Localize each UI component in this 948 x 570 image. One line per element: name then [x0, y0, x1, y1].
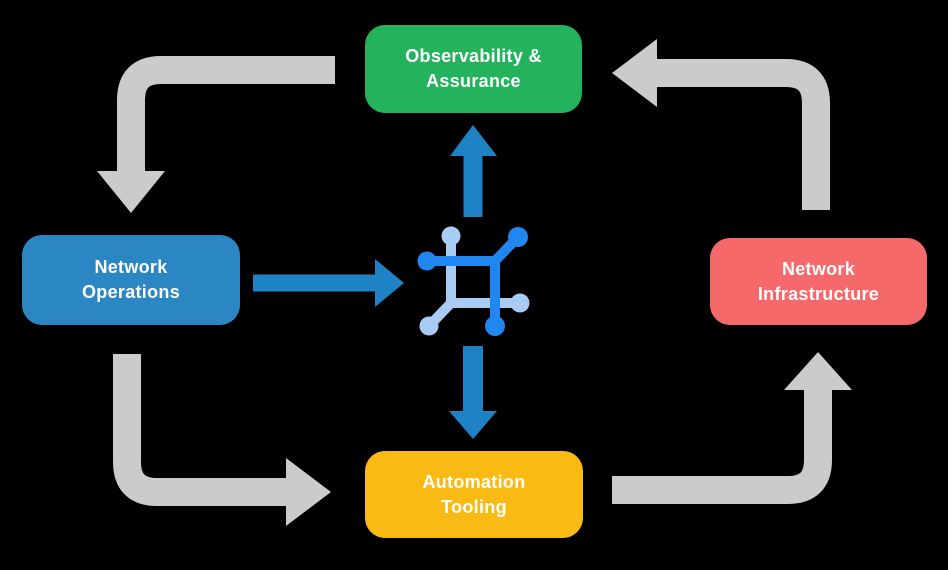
- arrow-network-infrastructure-to-observability: [612, 39, 830, 210]
- arrow-head: [286, 458, 331, 526]
- arrow-head: [612, 39, 657, 107]
- node-label-line: Operations: [81, 282, 181, 302]
- arrow-stem: [612, 389, 832, 504]
- arrow-stem: [113, 354, 287, 506]
- icon-node: [417, 251, 437, 271]
- icon-node: [510, 293, 530, 313]
- arrow-head: [97, 171, 165, 213]
- arrow-head: [375, 259, 404, 307]
- arrow-automation-tooling-to-network-infrastructure: [612, 352, 852, 504]
- arrow-head: [450, 125, 497, 156]
- network-mesh-icon: [417, 226, 530, 336]
- arrow-network-operations-to-center: [253, 259, 404, 307]
- node-label-line: Assurance: [426, 71, 521, 91]
- node-network-operations: Network Operations: [22, 235, 240, 325]
- icon-node: [419, 316, 439, 336]
- icon-node: [485, 316, 505, 336]
- node-label-line: Tooling: [441, 496, 507, 517]
- network-mesh-icon-bright-part: [417, 227, 528, 336]
- arrow-head: [784, 352, 852, 390]
- arrow-center-to-observability: [450, 125, 497, 217]
- arrow-head: [449, 411, 497, 439]
- arrow-network-operations-to-automation-tooling: [113, 354, 331, 526]
- icon-node: [441, 226, 461, 246]
- arrow-stem: [117, 56, 335, 172]
- node-label-line: Network: [94, 257, 168, 277]
- node-label-line: Infrastructure: [757, 283, 880, 304]
- node-network-infrastructure: Network Infrastructure: [710, 238, 927, 325]
- arrow-stem: [657, 59, 830, 210]
- node-automation-tooling: Automation Tooling: [365, 451, 583, 538]
- node-label-line: Automation: [422, 471, 526, 492]
- node-label-line: Network: [781, 258, 856, 279]
- arrow-center-to-automation-tooling: [449, 346, 497, 439]
- arrow-observability-to-network-operations: [97, 56, 335, 213]
- node-observability-assurance: Observability & Assurance: [365, 25, 582, 113]
- node-label-line: Observability &: [405, 46, 542, 66]
- icon-node: [508, 227, 528, 247]
